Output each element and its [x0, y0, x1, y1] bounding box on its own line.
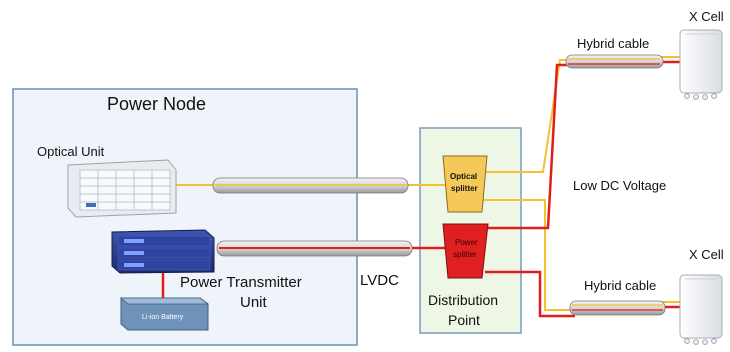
- x-cell-bottom-device: [679, 274, 723, 345]
- lvdc-label: LVDC: [360, 272, 399, 289]
- cable-tube-hybrid-top: [565, 54, 664, 69]
- cable-tube-power: [216, 240, 413, 257]
- cable-tube-optical: [212, 177, 409, 194]
- hybrid-cable-top-label: Hybrid cable: [577, 36, 650, 51]
- power-node-title: Power Node: [107, 94, 207, 114]
- x-cell-bottom-label: X Cell: [689, 247, 724, 262]
- cable-tube-hybrid-bottom: [569, 300, 666, 316]
- power-transmitter-label-line1: Power Transmitter: [180, 274, 302, 291]
- optical-splitter: [442, 155, 488, 213]
- distribution-point-label-line1: Distribution: [428, 292, 499, 308]
- power-splitter: [442, 223, 489, 279]
- power-splitter-label-line2: splitter: [453, 250, 477, 259]
- x-cell-top-label: X Cell: [689, 9, 724, 24]
- distribution-point-label-line2: Point: [448, 312, 480, 328]
- power-splitter-label-line1: Power: [455, 238, 478, 247]
- hybrid-cable-bottom-label: Hybrid cable: [584, 278, 657, 293]
- power-transmitter-label-line2: Unit: [240, 294, 267, 311]
- battery-device: [119, 297, 210, 331]
- x-cell-top-device: [679, 29, 723, 100]
- optical-splitter-label-line1: Optical: [450, 172, 478, 181]
- low-dc-voltage-label: Low DC Voltage: [573, 178, 667, 193]
- battery-label: Li-ion Battery: [142, 314, 184, 321]
- power-transmitter-device: [111, 229, 215, 274]
- optical-unit-label: Optical Unit: [37, 144, 105, 159]
- optical-unit-device: [67, 159, 177, 218]
- optical-splitter-label-line2: splitter: [451, 184, 478, 193]
